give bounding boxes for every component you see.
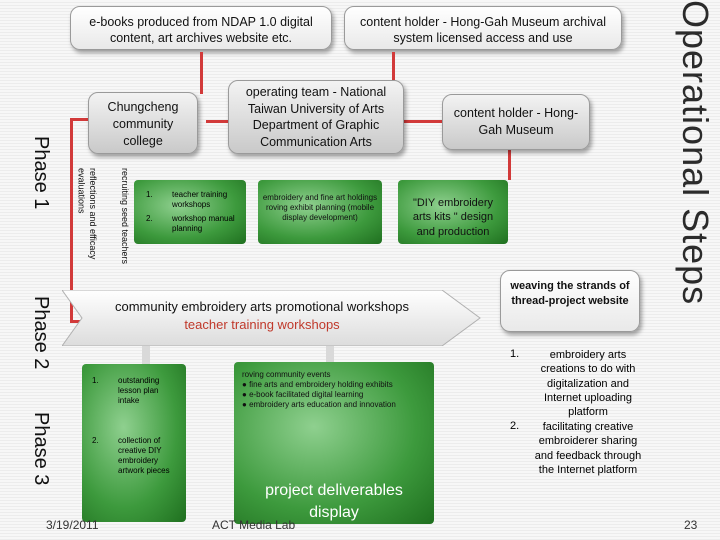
diy-kits-box xyxy=(398,180,508,244)
phase3-left-item-2: collection of creative DIY embroidery ar… xyxy=(118,436,170,475)
phase3-left-num-1: 1. xyxy=(92,376,99,385)
website-box-text: weaving the strands of thread-project we… xyxy=(510,280,630,307)
arrow-operating-to-museum xyxy=(404,120,446,123)
arrow-museum-down xyxy=(508,150,511,180)
phase-2-text: Phase 2 xyxy=(30,296,52,370)
operational-steps-title: Operational Steps xyxy=(660,0,716,390)
phase2-banner-line2: teacher training workshops xyxy=(184,316,340,332)
embroidery-exhibit-box xyxy=(258,180,382,244)
phase3-left-list: 1. outstanding lesson plan intake 2. col… xyxy=(90,374,184,514)
recruiting-text: recruiting seed teachers xyxy=(120,168,130,265)
phase-2-label: Phase 2 xyxy=(22,292,52,374)
phase3-center-item-2-text: e-book facilitated digital learning xyxy=(249,390,364,399)
right-panel-num-2: 2. xyxy=(510,420,520,432)
phase-1-text: Phase 1 xyxy=(30,136,52,210)
phase3-center-item-1: ● fine arts and embroidery holding exhib… xyxy=(242,380,393,389)
project-deliverables: project deliverables display xyxy=(265,482,403,521)
phase3-center-title: roving community events xyxy=(242,370,331,379)
phase3-center-items: ● fine arts and embroidery holding exhib… xyxy=(242,380,402,410)
arrow-phase2-down xyxy=(142,338,150,370)
operating-team-text: operating team - National Taiwan Univers… xyxy=(245,85,387,149)
arrow-vertical-left xyxy=(70,118,73,323)
arrow-operating-to-chung xyxy=(206,120,230,123)
phase3-center-list: roving community events ● fine arts and … xyxy=(242,370,402,410)
arrow-to-top-left xyxy=(200,52,203,94)
operational-steps-text: Operational Steps xyxy=(675,0,716,306)
phase1-list-num-1: 1. xyxy=(146,190,153,199)
phase2-banner-line1: community embroidery arts promotional wo… xyxy=(114,299,410,314)
website-box: weaving the strands of thread-project we… xyxy=(500,270,640,332)
phase1-list-item-2: workshop manual planning xyxy=(172,214,235,233)
phase2-banner xyxy=(62,290,481,346)
phase3-center-box xyxy=(234,362,434,524)
phase3-center-item-3-text: embroidery arts education and innovation xyxy=(249,400,396,409)
phase3-center-item-3: ● embroidery arts education and innovati… xyxy=(242,400,396,409)
right-panel-item-1: embroidery arts creations to do with dig… xyxy=(540,349,636,419)
phase1-list: 1. teacher training workshops 2. worksho… xyxy=(144,190,244,240)
phase3-left-box xyxy=(82,364,186,522)
phase1-list-num-2: 2. xyxy=(146,214,153,223)
arrow-to-top-right xyxy=(392,52,395,80)
phase3-left-item-1: outstanding lesson plan intake xyxy=(118,376,160,405)
phase-1-label: Phase 1 xyxy=(22,132,52,214)
phase3-center-item-1-text: fine arts and embroidery holding exhibit… xyxy=(249,380,393,389)
phase2-banner-text: community embroidery arts promotional wo… xyxy=(82,298,442,333)
phase-3-label: Phase 3 xyxy=(22,408,52,490)
arrow-horizontal-top-left xyxy=(70,118,88,121)
arrow-phase2-right xyxy=(326,338,334,362)
top-box-content-holder: content holder - Hong-Gah Museum archiva… xyxy=(344,6,622,50)
top-box-ebooks-text: e-books produced from NDAP 1.0 digital c… xyxy=(89,15,313,46)
right-panel-item-2: facilitating creative embroiderer sharin… xyxy=(534,421,642,476)
phase3-center-item-2: ● e-book facilitated digital learning xyxy=(242,390,364,399)
top-box-content-holder-text: content holder - Hong-Gah Museum archiva… xyxy=(360,15,606,46)
footer-page-number: 23 xyxy=(684,518,698,532)
content-holder-text: content holder - Hong-Gah Museum xyxy=(453,106,579,137)
reflections-label: reflections and efficacy evaluations xyxy=(64,168,98,276)
phase1-list-item-1: teacher training workshops xyxy=(172,190,228,209)
reflections-text: reflections and efficacy evaluations xyxy=(76,168,98,260)
footer-org: ACT Media Lab xyxy=(212,518,296,532)
diy-kits-text: "DIY embroidery arts kits " design and p… xyxy=(412,197,494,238)
top-box-ebooks: e-books produced from NDAP 1.0 digital c… xyxy=(70,6,332,50)
operating-team-box: operating team - National Taiwan Univers… xyxy=(228,80,404,154)
content-holder-box: content holder - Hong-Gah Museum xyxy=(442,94,590,150)
right-panel-list: 1. embroidery arts creations to do with … xyxy=(500,346,650,516)
right-panel-num-1: 1. xyxy=(510,348,520,360)
chungcheng-text: Chungcheng community college xyxy=(107,100,179,148)
footer-date: 3/19/2011 xyxy=(46,518,99,532)
chungcheng-box: Chungcheng community college xyxy=(88,92,198,154)
phase1-list-box xyxy=(134,180,246,244)
embroidery-exhibit-text: embroidery and fine art holdings roving … xyxy=(262,193,378,222)
recruiting-label: recruiting seed teachers xyxy=(114,168,130,286)
phase3-left-num-2: 2. xyxy=(92,436,99,445)
phase-3-text: Phase 3 xyxy=(30,412,52,486)
